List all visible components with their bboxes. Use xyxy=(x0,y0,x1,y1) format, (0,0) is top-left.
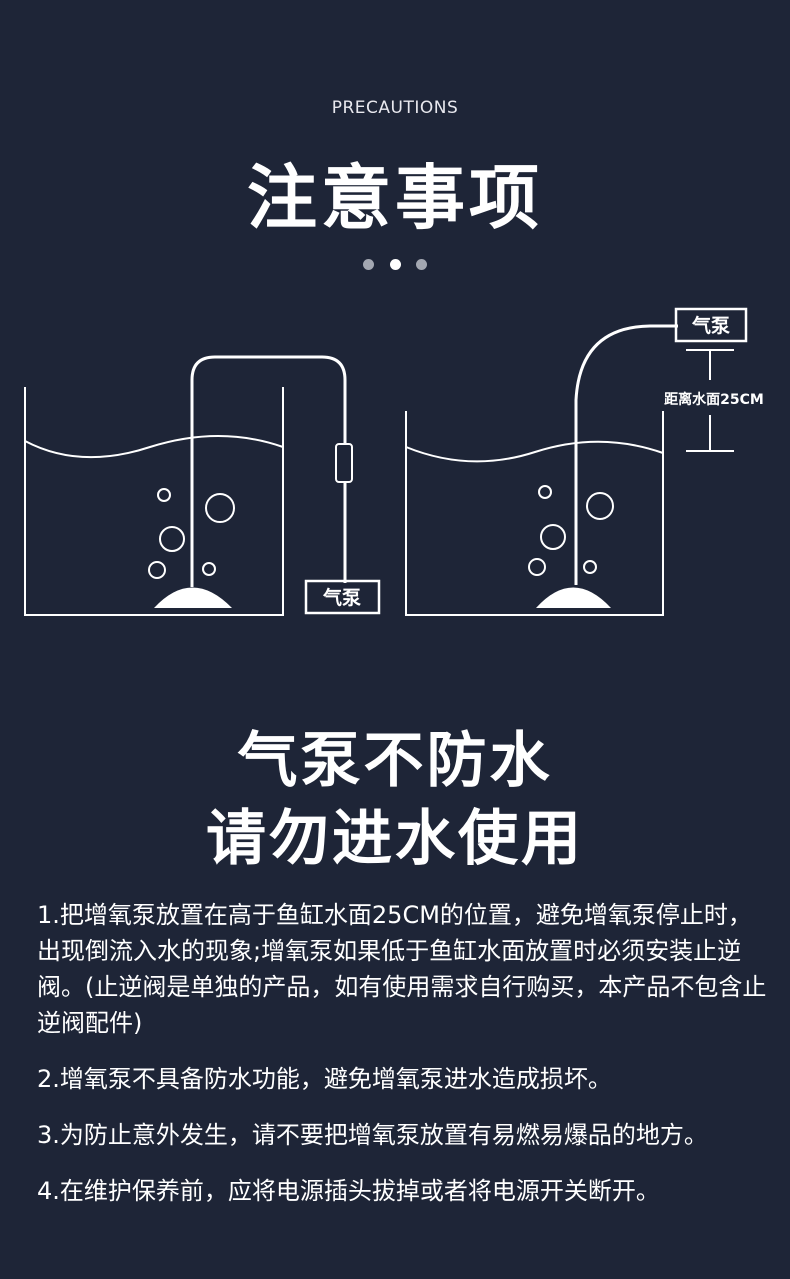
note-text: 为防止意外发生，请不要把增氧泵放置有易燃易爆品的地方。 xyxy=(59,1121,708,1149)
bubble xyxy=(583,560,597,574)
right-tank-water xyxy=(405,440,664,463)
right-tank-outline xyxy=(405,411,664,616)
note-item: 2.增氧泵不具备防水功能，避免增氧泵进水造成损坏。 xyxy=(37,1061,767,1097)
left-check-valve xyxy=(335,443,353,483)
warning-line-1: 气泵不防水 xyxy=(237,726,553,796)
bubble xyxy=(586,492,614,520)
distance-marker xyxy=(686,349,734,452)
right-pump-label: 气泵 xyxy=(691,314,730,337)
left-pump-box xyxy=(304,579,381,615)
note-text: 增氧泵不具备防水功能，避免增氧泵进水造成损坏。 xyxy=(59,1065,612,1093)
right-tube xyxy=(574,324,678,585)
bubble xyxy=(205,493,235,523)
right-air-stone xyxy=(536,587,611,608)
warning-line-2: 请勿进水使用 xyxy=(206,804,584,874)
pagination-dots xyxy=(0,255,790,274)
bubble xyxy=(528,558,546,576)
page-title: 注意事项 xyxy=(247,157,543,239)
aquarium-diagram: 气泵 气泵 距离水面25CM xyxy=(24,307,764,616)
note-text: 把增氧泵放置在高于鱼缸水面25CM的位置，避免增氧泵停止时，出现倒流入水的现象;… xyxy=(37,901,767,1037)
note-number: 4. xyxy=(37,1177,60,1205)
distance-label: 距离水面25CM xyxy=(664,391,764,408)
note-number: 3. xyxy=(37,1121,60,1149)
note-item: 3.为防止意外发生，请不要把增氧泵放置有易燃易爆品的地方。 xyxy=(37,1117,767,1153)
dot-1 xyxy=(363,259,375,270)
left-air-stone xyxy=(154,587,232,608)
note-number: 1. xyxy=(37,901,60,929)
bubble xyxy=(157,488,171,502)
notes-list: 1.把增氧泵放置在高于鱼缸水面25CM的位置，避免增氧泵停止时，出现倒流入水的现… xyxy=(37,897,767,1229)
left-tank-water xyxy=(24,435,284,459)
note-text: 在维护保养前，应将电源插头拔掉或者将电源开关断开。 xyxy=(59,1177,660,1205)
precautions-eyebrow: PRECAUTIONS xyxy=(331,98,459,118)
left-tube xyxy=(190,355,347,587)
note-number: 2. xyxy=(37,1065,60,1093)
left-tank-outline xyxy=(24,387,284,616)
left-pump-label: 气泵 xyxy=(322,586,361,609)
bubble xyxy=(148,561,166,579)
right-pump-box xyxy=(674,307,748,343)
note-item: 1.把增氧泵放置在高于鱼缸水面25CM的位置，避免增氧泵停止时，出现倒流入水的现… xyxy=(37,897,767,1041)
bubble xyxy=(159,526,185,552)
note-item: 4.在维护保养前，应将电源插头拔掉或者将电源开关断开。 xyxy=(37,1173,767,1209)
bubble xyxy=(202,562,216,576)
bubble xyxy=(540,524,566,550)
bubble xyxy=(538,485,552,499)
dot-3 xyxy=(415,259,427,270)
dot-2 xyxy=(389,259,401,270)
